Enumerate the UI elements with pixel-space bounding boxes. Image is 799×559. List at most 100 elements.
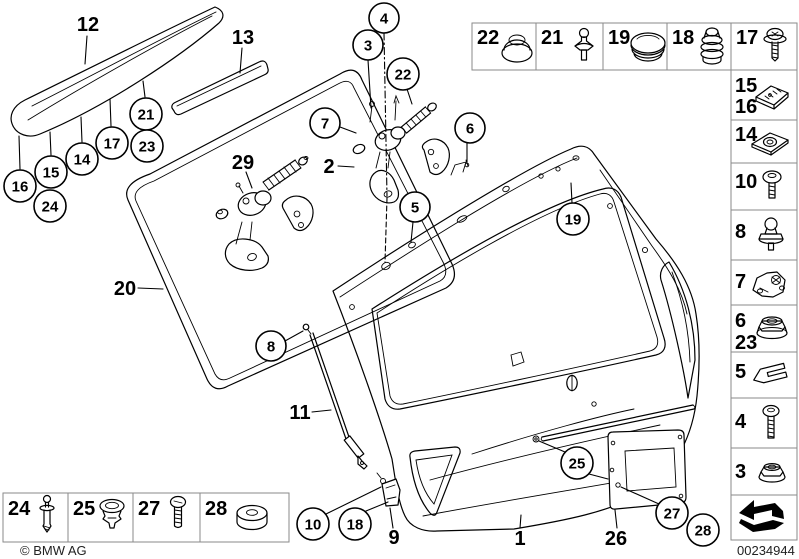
callout-28: 28 [686, 513, 720, 547]
callout-18: 18 [338, 507, 372, 541]
main-diagram [10, 6, 700, 532]
copyright-text: © BMW AG [20, 543, 87, 558]
svg-text:17: 17 [736, 27, 758, 49]
direction-arrow-icon [739, 500, 784, 532]
clamp-plate-icon [755, 85, 789, 110]
label-13: 13 [232, 27, 254, 49]
svg-text:22: 22 [395, 67, 412, 84]
legend-cell-25: 25 [73, 498, 125, 529]
hinge-right [352, 94, 470, 204]
svg-text:10: 10 [735, 171, 757, 193]
callout-4: 4 [368, 2, 400, 34]
legend-right-column: 15 16 14 10 [730, 69, 798, 541]
label-1: 1 [514, 528, 525, 550]
callout-23: 23 [130, 129, 164, 163]
expanding-rivet-icon [574, 27, 594, 61]
svg-text:5: 5 [411, 200, 419, 217]
callout-14: 14 [65, 142, 99, 176]
grommet-icon [236, 504, 268, 531]
callouts: 16 15 14 17 21 23 24 3 4 22 7 6 5 19 8 1… [3, 2, 720, 550]
legend-cell-15-16: 15 16 [735, 75, 789, 118]
legend-cell-28: 28 [205, 498, 268, 531]
gas-strut [302, 323, 368, 470]
flange-screw-icon [763, 27, 787, 62]
svg-text:25: 25 [73, 498, 95, 520]
svg-text:8: 8 [735, 221, 746, 243]
legend-cell-19: 19 [608, 27, 666, 62]
svg-text:4: 4 [380, 11, 389, 28]
pan-head-screw-icon [762, 170, 782, 199]
bracket-icon [752, 271, 786, 298]
svg-text:6: 6 [735, 310, 746, 332]
strut-bracket [376, 472, 401, 507]
screw-icon [762, 404, 780, 439]
legend-bottom-row: 24 25 27 [2, 492, 290, 543]
svg-text:21: 21 [541, 27, 563, 49]
svg-text:5: 5 [735, 361, 746, 383]
svg-text:16: 16 [12, 179, 29, 196]
svg-text:10: 10 [305, 517, 322, 534]
callout-7: 7 [309, 107, 341, 139]
callout-25: 25 [560, 446, 594, 480]
legend-cell-3: 3 [735, 461, 786, 483]
legend-cell-7: 7 [735, 271, 786, 298]
callout-27: 27 [655, 496, 689, 530]
svg-text:28: 28 [695, 523, 712, 540]
svg-text:3: 3 [364, 38, 372, 55]
legend-cell-arrow [739, 500, 784, 532]
svg-text:7: 7 [321, 116, 329, 133]
window-seal [126, 69, 456, 390]
screw-27-icon [169, 495, 187, 529]
label-9: 9 [388, 527, 399, 549]
svg-text:7: 7 [735, 271, 746, 293]
legend-cell-8: 8 [735, 217, 784, 251]
callout-5: 5 [399, 191, 431, 223]
flange-nut-icon [756, 316, 788, 340]
legend-cell-5: 5 [735, 361, 788, 384]
legend-cell-22: 22 [477, 27, 533, 63]
callout-10: 10 [296, 507, 330, 541]
legend-cell-10: 10 [735, 170, 782, 199]
legend-cell-24: 24 [8, 494, 55, 533]
callout-3: 3 [352, 29, 384, 61]
svg-text:18: 18 [347, 517, 364, 534]
callout-22: 22 [386, 57, 420, 91]
callout-16: 16 [3, 169, 37, 203]
flange-nut-small-icon [758, 463, 786, 483]
sealing-cap-icon [630, 32, 666, 62]
svg-text:21: 21 [138, 107, 155, 124]
legend-cell-18: 18 [672, 27, 724, 65]
leader-lines [18, 32, 660, 529]
image-number: 00234944 [737, 543, 795, 558]
svg-text:24: 24 [42, 199, 59, 216]
label-20: 20 [114, 278, 136, 300]
svg-text:19: 19 [565, 212, 582, 229]
legend-cell-14: 14 [735, 124, 789, 156]
svg-text:3: 3 [735, 461, 746, 483]
svg-text:14: 14 [735, 124, 758, 146]
svg-text:8: 8 [267, 339, 275, 356]
callout-17: 17 [95, 126, 129, 160]
legend-cell-6-23: 6 23 [735, 310, 788, 354]
callout-19: 19 [556, 202, 590, 236]
svg-text:28: 28 [205, 498, 227, 520]
svg-text:15: 15 [735, 75, 757, 97]
hinge-left [215, 156, 314, 271]
svg-text:23: 23 [139, 139, 156, 156]
svg-text:15: 15 [43, 165, 60, 182]
svg-text:27: 27 [138, 498, 160, 520]
spring-clip-icon [753, 362, 788, 384]
svg-text:6: 6 [466, 121, 474, 138]
callout-21: 21 [129, 97, 163, 131]
label-12: 12 [77, 14, 99, 36]
trim-clip-icon [99, 498, 125, 529]
label-26: 26 [605, 528, 627, 550]
callout-6: 6 [454, 112, 486, 144]
svg-text:16: 16 [735, 96, 757, 118]
svg-text:4: 4 [735, 411, 747, 433]
cage-nut-icon [751, 132, 789, 156]
label-2: 2 [323, 156, 334, 178]
label-29: 29 [232, 152, 254, 174]
